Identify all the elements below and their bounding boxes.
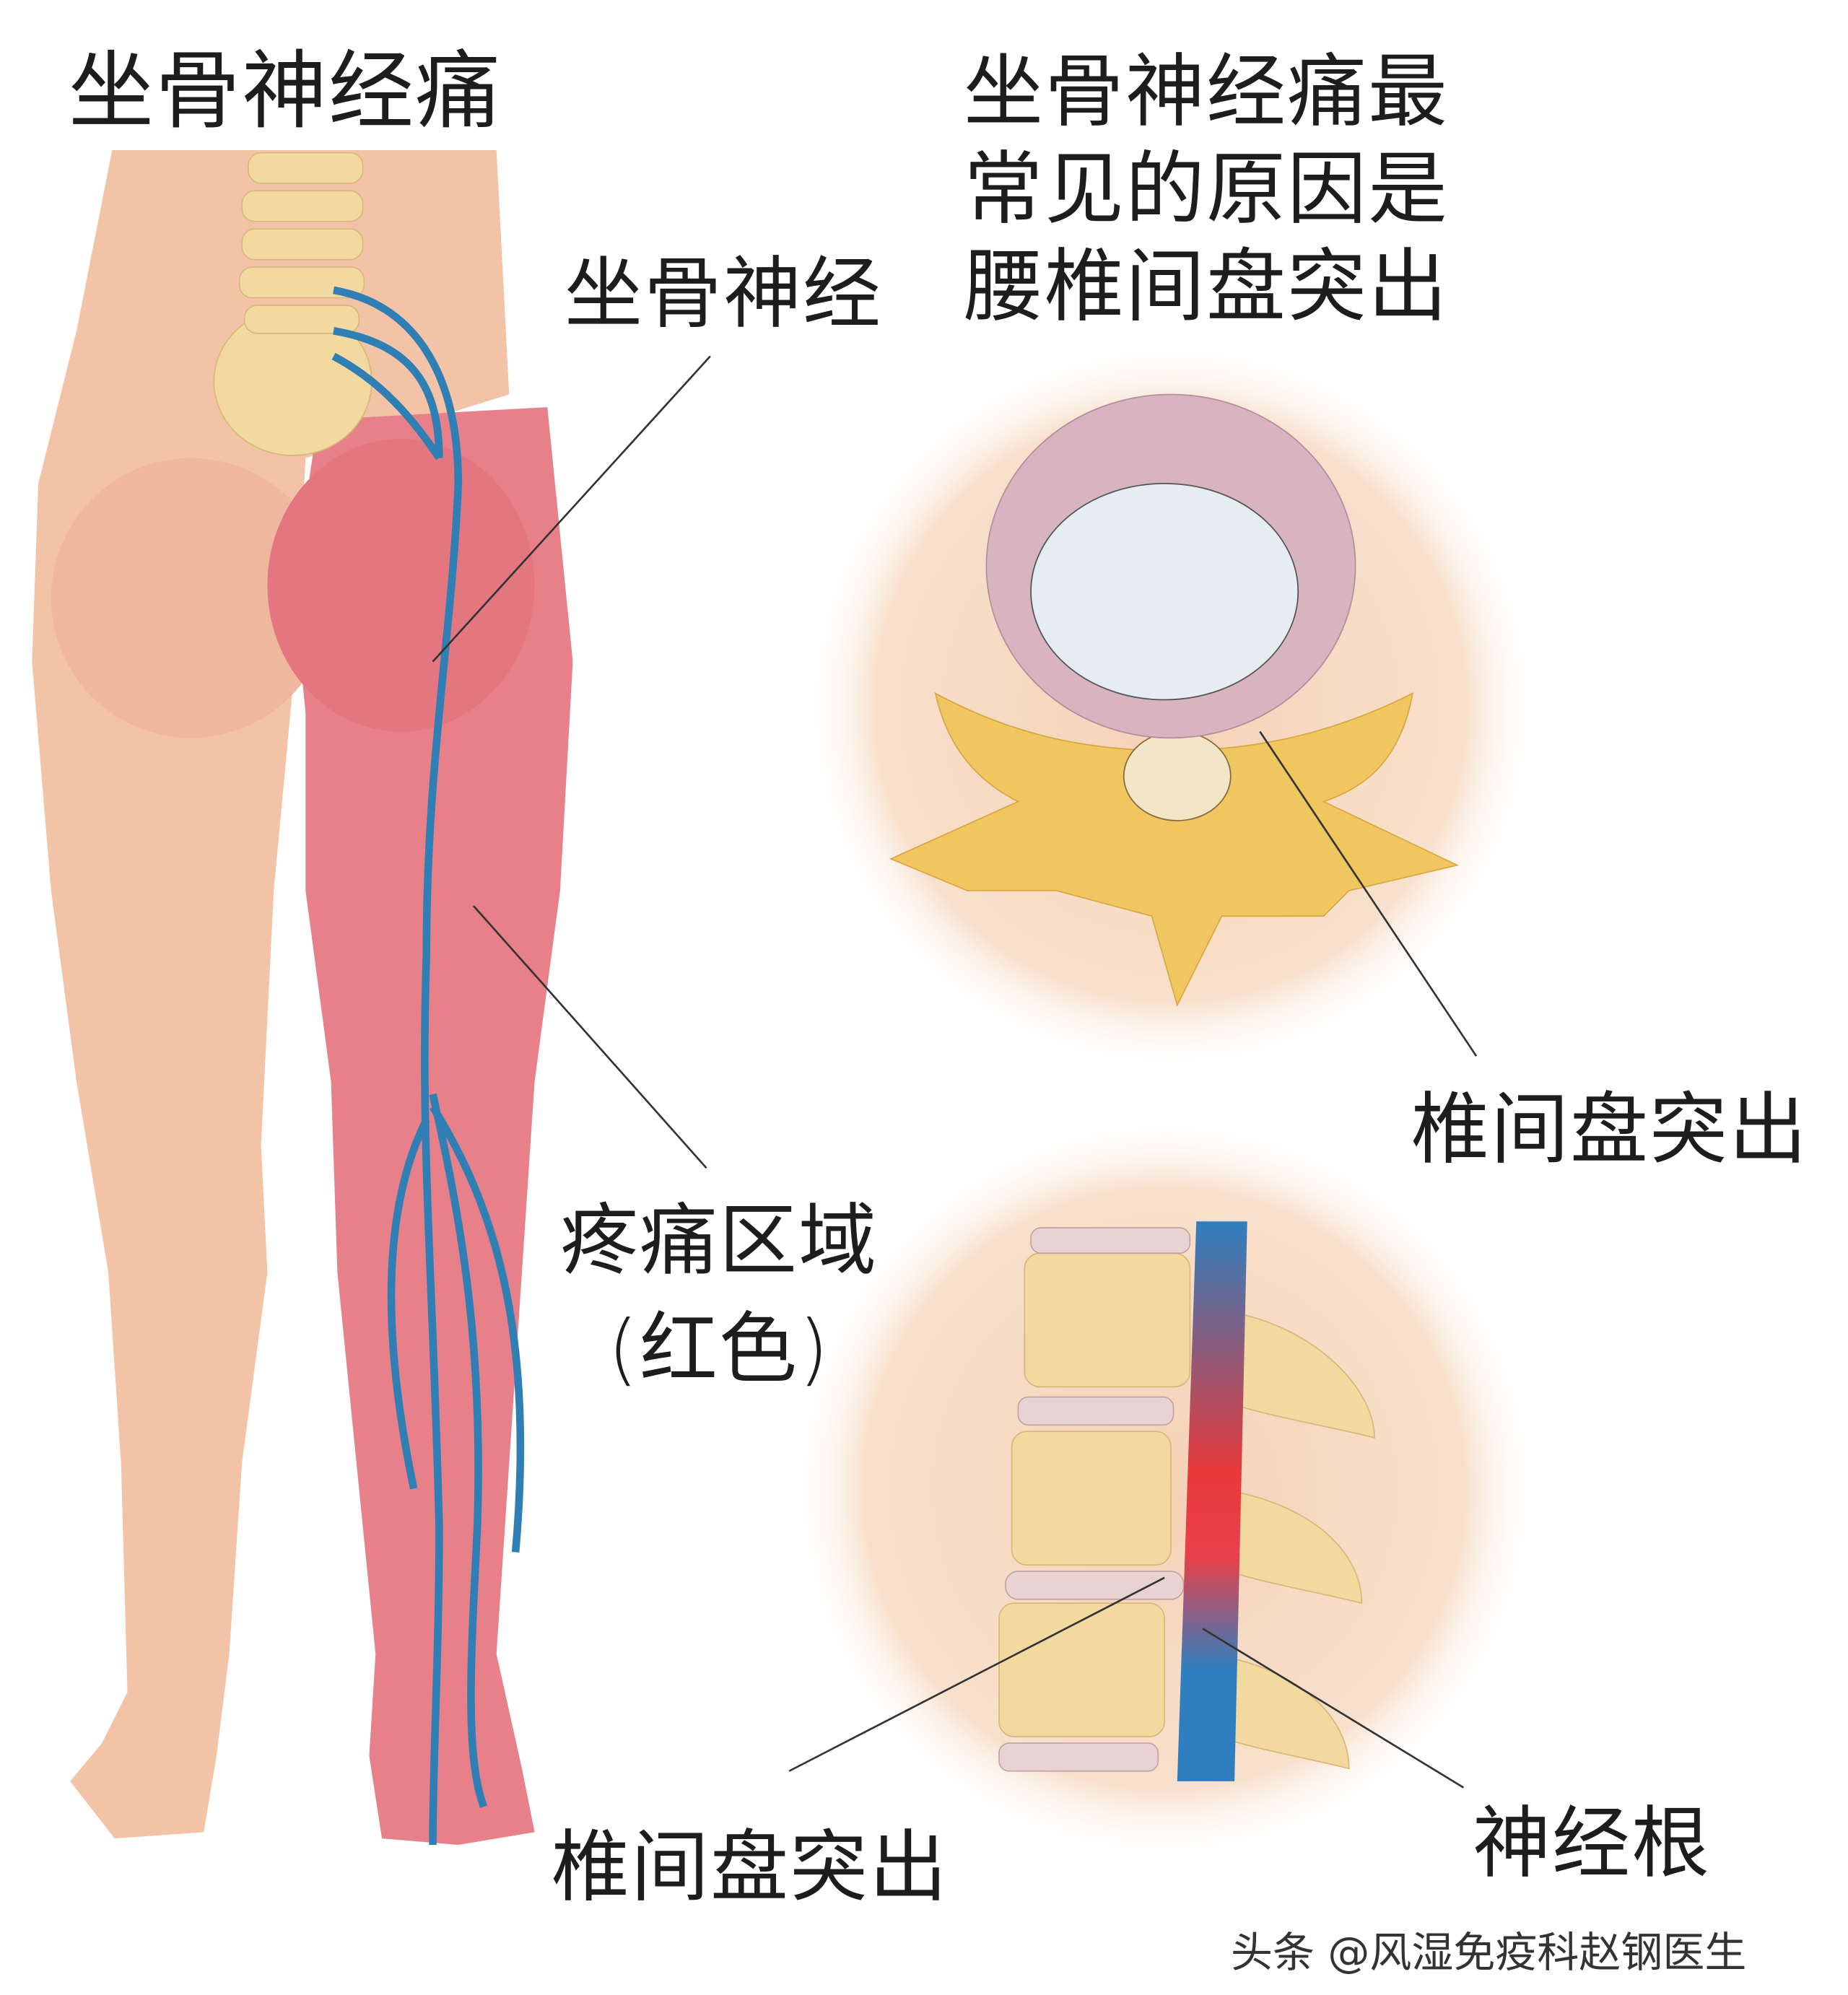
pain-area-note: (红色) (607, 1304, 831, 1394)
right-buttock (267, 439, 535, 732)
page-title: 坐骨神经痛 (69, 41, 502, 141)
lumbar-spine (238, 152, 365, 334)
disc-nucleus (1030, 482, 1299, 701)
sciatic-nerve-path (331, 286, 525, 1845)
spinal-cord-compressed (1177, 1221, 1247, 1781)
pain-area-text: 疼痛区域 (560, 1196, 879, 1286)
cause-line-3: 腰椎间盘突出 (964, 240, 1449, 333)
label-pain-area: 疼痛区域 (红色) (560, 1187, 878, 1404)
vertebra-arch (889, 692, 1460, 1007)
label-disc-herniation-top: 椎间盘突出 (1411, 1085, 1809, 1175)
watermark: 头条 @风湿免疫科赵钢医生 (1231, 1928, 1747, 1977)
disc-cross-section (801, 337, 1540, 1075)
leader-lines (432, 355, 1478, 1789)
body-back-view (32, 150, 573, 1845)
cause-line-1: 坐骨神经痛最 (964, 45, 1449, 138)
cause-text: 坐骨神经痛最 常见的原因是 腰椎间盘突出 (964, 43, 1449, 336)
right-leg-pain-area (292, 407, 573, 1845)
cause-line-2: 常见的原因是 (964, 143, 1449, 235)
label-disc-herniation-bottom: 椎间盘突出 (552, 1822, 949, 1913)
spine-side-view (789, 1113, 1540, 1864)
left-buttock (51, 458, 331, 738)
label-nerve-root: 神经根 (1473, 1799, 1712, 1889)
spinal-cord (1123, 730, 1232, 821)
label-sciatic-nerve: 坐骨神经 (565, 249, 883, 339)
